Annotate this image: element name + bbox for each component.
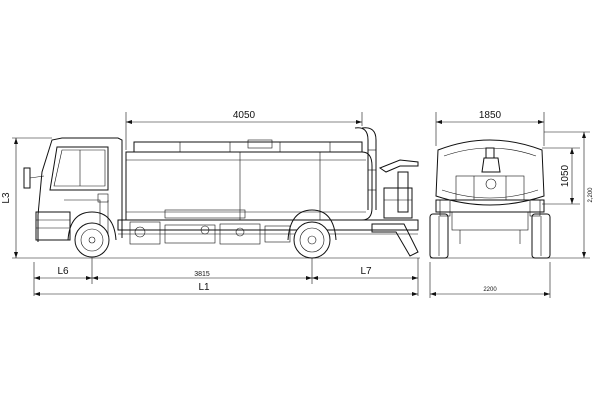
front-wheel <box>67 211 117 258</box>
overall-length-label: L1 <box>198 282 210 293</box>
dim-tank-length: 4050 <box>125 110 363 150</box>
door-handle <box>97 193 109 203</box>
front-bumper <box>35 211 71 241</box>
tank-height-label: 1050 <box>560 164 571 187</box>
dim-tank-width: 1850 <box>435 110 545 146</box>
spray-cannon <box>371 159 419 257</box>
dim-row-axles: L6 3815 L7 <box>33 258 419 296</box>
wheelbase-label: 3815 <box>194 271 210 278</box>
water-tank <box>125 127 377 221</box>
manhole-cover <box>247 139 273 149</box>
dim-height: L3 <box>1 137 52 259</box>
cab <box>23 137 123 242</box>
dim-overall-width: 2200 <box>429 262 551 298</box>
tank-width-label: 1850 <box>479 110 502 121</box>
chassis <box>117 219 419 245</box>
overall-height-label: 2,200 <box>588 187 594 203</box>
rear-tank <box>435 139 545 206</box>
height-label: L3 <box>1 192 12 204</box>
side-view: 4050 L3 L6 3815 L7 L1 <box>1 110 420 296</box>
rear-overhang-label: L7 <box>360 266 372 277</box>
rear-wheel <box>287 209 337 259</box>
side-mirror <box>23 167 31 189</box>
rear-undercarriage <box>429 199 551 259</box>
rear-spray-bar <box>371 223 419 257</box>
tank-length-label: 4050 <box>233 110 256 121</box>
cab-windshield <box>49 146 109 191</box>
overall-width-label: 2200 <box>483 287 497 293</box>
dim-overall-length: L1 <box>34 282 418 296</box>
dim-overall-height: 2,200 <box>544 131 594 259</box>
front-overhang-label: L6 <box>57 266 69 277</box>
dim-tank-height: 1050 <box>542 147 580 205</box>
rear-view: 1850 1050 2,200 2200 <box>429 110 594 298</box>
